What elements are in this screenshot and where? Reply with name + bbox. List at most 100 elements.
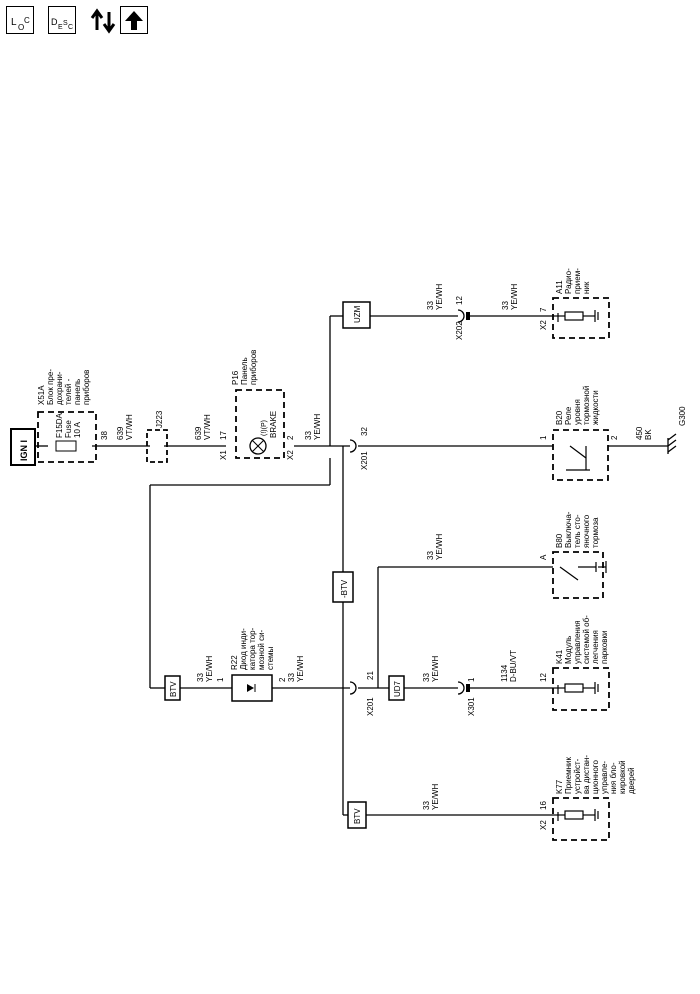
wire-label: YE/WH <box>431 784 440 810</box>
connector-label: X2 <box>539 820 548 830</box>
loc-letter: C <box>24 16 30 25</box>
wire-label: YE/WH <box>205 656 214 682</box>
x202-pin <box>466 312 470 320</box>
btv-box <box>347 801 367 829</box>
wire-label: YE/WH <box>435 284 444 310</box>
loc-icon[interactable]: L O C <box>6 6 34 34</box>
p16-line: Панель <box>240 357 249 385</box>
ground-label: G300 <box>678 406 687 426</box>
pin-label: 17 <box>219 431 228 440</box>
x51a-line: Блок пре- <box>46 369 55 405</box>
wire-label: 639 <box>194 426 203 440</box>
a11-line: прием- <box>573 268 582 294</box>
k41-box <box>552 667 610 711</box>
wire-label: VT/WH <box>203 414 212 440</box>
b20-line: уровня <box>573 399 582 425</box>
desc-letter: C <box>68 24 74 31</box>
p16-line: P16 <box>231 370 240 385</box>
wire-label: VT/WH <box>125 414 134 440</box>
x51a-line: X51A <box>37 385 46 405</box>
j223-box <box>146 429 168 463</box>
b20-box <box>552 429 609 481</box>
wire-label: 33 <box>422 801 431 810</box>
switch-symbol <box>559 562 597 581</box>
b80-line: тормоза <box>591 517 600 548</box>
x301-pin <box>466 684 470 692</box>
wire-label: 33 <box>426 551 435 560</box>
btv-label: BTV <box>353 808 362 824</box>
b80-line: яночного <box>582 514 591 548</box>
wire-label: YE/WH <box>435 534 444 560</box>
x51a-line: дохрани- <box>55 371 64 405</box>
wire-label: YE/WH <box>313 414 322 440</box>
a11-box <box>552 297 610 339</box>
wire-label: YE/WH <box>431 656 440 682</box>
b20-line: тормозной <box>582 386 591 425</box>
k77-line: K77 <box>555 779 564 794</box>
p16-line: приборов <box>249 350 258 385</box>
k41-line: парковки <box>600 631 609 665</box>
ud7-box <box>388 675 405 701</box>
pin-label: 38 <box>100 431 109 440</box>
k41-line: K41 <box>555 649 564 664</box>
fuse-symbol <box>55 440 77 452</box>
ign-box <box>10 428 36 466</box>
resistor-ground-icon <box>553 682 599 694</box>
pin-label: 12 <box>455 296 464 305</box>
r22-line: Диод инди- <box>239 628 248 670</box>
pin-label: 2 <box>286 435 295 440</box>
k77-line: ционного <box>591 759 600 794</box>
wire-label: YE/WH <box>296 656 305 682</box>
wire-label: 33 <box>422 673 431 682</box>
uzm-label: UZM <box>353 305 362 323</box>
k41-line: системой об- <box>582 615 591 664</box>
x51a-line: приборов <box>82 370 91 405</box>
wire-label: YE/WH <box>510 284 519 310</box>
b80-line: Выключа- <box>564 511 573 548</box>
k41-line: Модуль <box>564 636 573 664</box>
r22-line: R22 <box>230 655 239 670</box>
wire-label: BK <box>644 429 653 440</box>
connector-label: X202 <box>455 321 464 340</box>
x301-connector <box>457 681 465 695</box>
k77-line: устройст- <box>573 758 582 794</box>
b80-box <box>552 551 604 599</box>
b20-line: B20 <box>555 410 564 425</box>
connector-label: X301 <box>467 697 476 716</box>
pin-label: 1 <box>467 677 476 682</box>
uzm-box <box>342 301 371 329</box>
wire-label: 1134 <box>500 664 509 682</box>
k77-line: управле- <box>600 761 609 794</box>
connector-label: X201 <box>366 697 375 716</box>
b80-line: B80 <box>555 533 564 548</box>
brake-symbol: (!)(P) <box>261 420 268 436</box>
pin-label: 16 <box>539 801 548 810</box>
k77-line: кировкой <box>618 760 627 794</box>
connector-label: X1 <box>219 450 228 460</box>
up-arrow-icon[interactable] <box>120 6 148 34</box>
a11-line: Радио- <box>564 268 573 294</box>
ud7-label: UD7 <box>393 680 402 697</box>
pin-label: 21 <box>366 671 375 680</box>
tools-icon[interactable] <box>88 6 118 34</box>
x201-connector <box>349 439 357 453</box>
fuse-block-box <box>37 411 97 463</box>
desc-letter: S <box>63 20 68 27</box>
desc-icon[interactable]: D E S C <box>48 6 76 34</box>
a11-line: A11 <box>555 280 564 294</box>
r22-line: стемы <box>266 646 275 670</box>
btv-box <box>164 675 181 701</box>
wire-label: 33 <box>501 301 510 310</box>
btv-label: BTV <box>169 681 178 697</box>
fuse-label: 10 A <box>73 421 82 438</box>
resistor-ground-icon <box>553 809 599 821</box>
wire-label: 33 <box>196 673 205 682</box>
x51a-line: панель <box>73 379 82 405</box>
pin-label: A <box>539 554 548 560</box>
k77-line: ния бло- <box>609 762 618 794</box>
b20-line: жидкости <box>591 390 600 425</box>
wire-label: 450 <box>635 426 644 440</box>
b20-line: Реле <box>564 406 573 425</box>
fuse-label: Fuse <box>64 420 73 438</box>
